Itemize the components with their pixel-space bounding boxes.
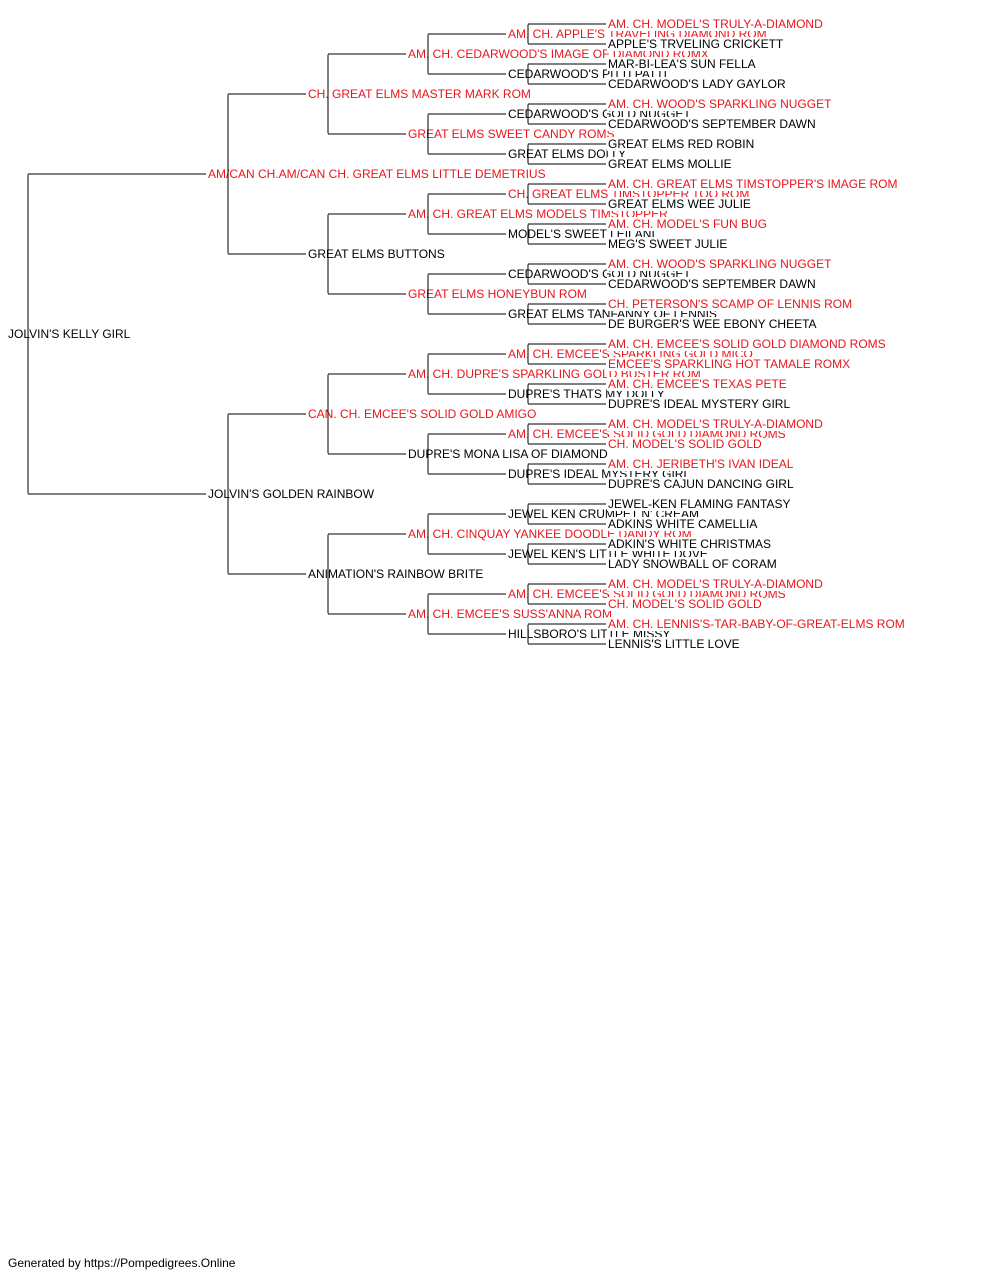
dog-name-dam-sire-sire-dam-dam: DUPRE'S IDEAL MYSTERY GIRL <box>608 397 790 411</box>
dog-name-sire-dam-dam-sire-sire: AM. CH. WOOD'S SPARKLING NUGGET <box>608 257 832 271</box>
dog-name-dam-sire: CAN. CH. EMCEE'S SOLID GOLD AMIGO <box>308 407 536 421</box>
dog-name-sire-sire-sire-sire-sire: AM. CH. MODEL'S TRULY-A-DIAMOND <box>608 17 823 31</box>
label-background <box>607 17 825 31</box>
label-background <box>607 157 733 171</box>
label-background <box>307 247 446 261</box>
label-background <box>607 117 817 131</box>
label-background <box>607 77 788 91</box>
label-background <box>207 487 376 501</box>
dog-name-sire-dam-sire-sire-sire: AM. CH. GREAT ELMS TIMSTOPPER'S IMAGE RO… <box>608 177 897 191</box>
dog-name-dam-dam-dam: AM. CH. EMCEE'S SUSS'ANNA ROM <box>408 607 612 621</box>
label-background <box>607 57 757 71</box>
dog-name-sire-sire-dam-dam-dam: GREAT ELMS MOLLIE <box>608 157 732 171</box>
label-background <box>607 137 756 151</box>
dog-name-sire-dam-sire-dam-sire: AM. CH. MODEL'S FUN BUG <box>608 217 767 231</box>
dog-name-sire: AM/CAN CH.AM/CAN CH. GREAT ELMS LITTLE D… <box>208 167 546 181</box>
dog-name-sire-sire-dam: GREAT ELMS SWEET CANDY ROMS <box>408 127 614 141</box>
label-background <box>207 167 547 181</box>
dog-name-sire-dam-dam: GREAT ELMS HONEYBUN ROM <box>408 287 587 301</box>
label-background <box>607 377 788 391</box>
label-background <box>607 457 795 471</box>
label-background <box>607 177 899 191</box>
dog-name-dam: JOLVIN'S GOLDEN RAINBOW <box>208 487 375 501</box>
label-background <box>407 207 670 221</box>
label-background <box>407 287 588 301</box>
dog-name-sire-sire-sire-dam-sire: MAR-BI-LEA'S SUN FELLA <box>608 57 756 71</box>
label-background <box>607 497 792 511</box>
dog-name-dam-sire-sire-dam-sire: AM. CH. EMCEE'S TEXAS PETE <box>608 377 787 391</box>
label-background <box>7 327 132 341</box>
dog-name-dam-sire-dam-dam-dam: DUPRE'S CAJUN DANCING GIRL <box>608 477 794 491</box>
dog-name-sire-sire-dam-dam-sire: GREAT ELMS RED ROBIN <box>608 137 754 151</box>
dog-name-dam-dam-dam-sire-sire: AM. CH. MODEL'S TRULY-A-DIAMOND <box>608 577 823 591</box>
dog-name-dam-sire-sire-sire-sire: AM. CH. EMCEE'S SOLID GOLD DIAMOND ROMS <box>608 337 886 351</box>
label-background <box>607 217 768 231</box>
label-background <box>307 567 485 581</box>
label-background <box>407 447 609 461</box>
label-background <box>607 557 778 571</box>
label-background <box>607 477 795 491</box>
dog-name-sire-dam-sire-sire-dam: GREAT ELMS WEE JULIE <box>608 197 751 211</box>
dog-name-dam-dam-dam-sire-dam: CH. MODEL'S SOLID GOLD <box>608 597 762 611</box>
label-background <box>307 407 538 421</box>
label-background <box>607 277 817 291</box>
dog-name-sire-dam-dam-dam-sire: CH. PETERSON'S SCAMP OF LENNIS ROM <box>608 297 852 311</box>
label-background <box>607 597 763 611</box>
dog-name-sire-dam: GREAT ELMS BUTTONS <box>308 247 445 261</box>
label-background <box>607 317 818 331</box>
label-background <box>607 237 729 251</box>
dog-name-sire-dam-dam-dam-dam: DE BURGER'S WEE EBONY CHEETA <box>608 317 817 331</box>
label-background <box>607 97 834 111</box>
dog-name-sire-sire-sire-sire-dam: APPLE'S TRVELING CRICKETT <box>608 37 784 51</box>
dog-name-dam-dam: ANIMATION'S RAINBOW BRITE <box>308 567 483 581</box>
dog-name-dam-sire-dam-sire-dam: CH. MODEL'S SOLID GOLD <box>608 437 762 451</box>
dog-name-sire-sire: CH. GREAT ELMS MASTER MARK ROM <box>308 87 531 101</box>
dog-name-dam-sire-sire-sire-dam: EMCEE'S SPARKLING HOT TAMALE ROMX <box>608 357 850 371</box>
dog-name-dam-dam-sire-dam-sire: ADKIN'S WHITE CHRISTMAS <box>608 537 771 551</box>
label-background <box>607 617 906 631</box>
label-background <box>607 37 785 51</box>
dog-name-sire-dam-dam-sire-dam: CEDARWOOD'S SEPTEMBER DAWN <box>608 277 816 291</box>
label-background <box>507 147 628 161</box>
label-background <box>607 517 759 531</box>
dog-name-dam-dam-sire-dam-dam: LADY SNOWBALL OF CORAM <box>608 557 777 571</box>
dog-name-sire-sire-dam-sire-sire: AM. CH. WOOD'S SPARKLING NUGGET <box>608 97 832 111</box>
dog-name-sire-sire-dam-dam: GREAT ELMS DOLLY <box>508 147 626 161</box>
dog-name-dam-dam-dam-dam-sire: AM. CH. LENNIS'S-TAR-BABY-OF-GREAT-ELMS … <box>608 617 905 631</box>
label-background <box>607 197 752 211</box>
label-background <box>307 87 532 101</box>
dog-name-sire-sire-sire-dam-dam: CEDARWOOD'S LADY GAYLOR <box>608 77 786 91</box>
label-background <box>607 357 852 371</box>
label-background <box>607 297 854 311</box>
label-background <box>607 437 763 451</box>
dog-name-dam-dam-dam-dam-dam: LENNIS'S LITTLE LOVE <box>608 637 740 651</box>
dog-name-dam-sire-dam: DUPRE'S MONA LISA OF DIAMOND <box>408 447 608 461</box>
dog-name-dam-sire-dam-sire-sire: AM. CH. MODEL'S TRULY-A-DIAMOND <box>608 417 823 431</box>
label-background <box>607 397 792 411</box>
label-background <box>607 637 741 651</box>
generated-by-footer: Generated by https://Pompedigrees.Online <box>8 1256 236 1270</box>
dog-name-sire-sire-dam-sire-dam: CEDARWOOD'S SEPTEMBER DAWN <box>608 117 816 131</box>
label-background <box>407 607 613 621</box>
label-background <box>607 577 825 591</box>
dog-name-dam-dam-sire-sire-dam: ADKINS WHITE CAMELLIA <box>608 517 757 531</box>
label-background <box>607 337 887 351</box>
dog-name-sire-dam-sire-dam-dam: MEG'S SWEET JULIE <box>608 237 727 251</box>
label-background <box>607 257 834 271</box>
label-background <box>607 537 772 551</box>
dog-name-sire-dam-sire: AM. CH. GREAT ELMS MODELS TIMSTOPPER <box>408 207 668 221</box>
label-background <box>607 417 825 431</box>
label-background <box>407 127 616 141</box>
dog-name-dam-sire-dam-dam-sire: AM. CH. JERIBETH'S IVAN IDEAL <box>608 457 794 471</box>
dog-name-root: JOLVIN'S KELLY GIRL <box>8 327 131 341</box>
dog-name-dam-dam-sire-sire-sire: JEWEL-KEN FLAMING FANTASY <box>608 497 790 511</box>
